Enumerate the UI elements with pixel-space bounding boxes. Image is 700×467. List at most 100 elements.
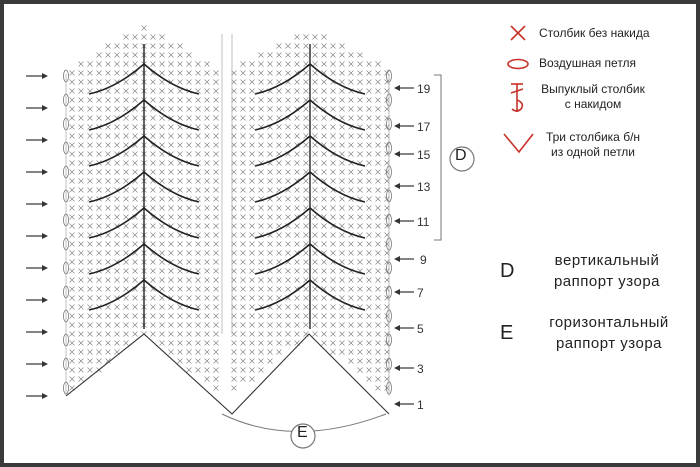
stitch-cross [78, 259, 84, 265]
stitch-cross [105, 286, 111, 292]
stitch-cross [177, 88, 183, 94]
stitch-cross [285, 313, 291, 319]
stitch-cross [132, 151, 138, 157]
stitch-cross [195, 349, 201, 355]
raised-stitch-line [143, 279, 200, 311]
stitch-cross [204, 97, 210, 103]
stitch-cross [159, 331, 165, 337]
row-number-arrow-head [394, 325, 400, 331]
stitch-cross [132, 250, 138, 256]
row-number: 1 [417, 398, 424, 412]
stitch-cross [78, 106, 84, 112]
stitch-cross [258, 133, 264, 139]
row-number: 15 [417, 148, 431, 162]
stitch-cross [330, 178, 336, 184]
stitch-cross [105, 304, 111, 310]
row-number-arrow-head [394, 151, 400, 157]
stitch-cross [330, 304, 336, 310]
stitch-cross [258, 142, 264, 148]
oval-icon [507, 58, 529, 70]
stitch-cross [294, 160, 300, 166]
stitch-cross [87, 106, 93, 112]
stitch-cross [78, 241, 84, 247]
stitch-cross [114, 106, 120, 112]
row-number-arrow-head [394, 365, 400, 371]
stitch-cross [330, 142, 336, 148]
stitch-cross [177, 169, 183, 175]
stitch-cross [195, 151, 201, 157]
stitch-cross [159, 97, 165, 103]
stitch-cross [213, 304, 219, 310]
stitch-cross [213, 349, 219, 355]
stitch-cross [78, 250, 84, 256]
stitch-cross [204, 79, 210, 85]
stitch-cross [123, 43, 129, 49]
stitch-cross [123, 250, 129, 256]
stitch-cross [321, 115, 327, 121]
stitch-cross [186, 367, 192, 373]
stitch-cross [105, 169, 111, 175]
stitch-cross [168, 160, 174, 166]
stitch-cross [240, 187, 246, 193]
stitch-cross [105, 358, 111, 364]
stitch-cross [177, 61, 183, 67]
stitch-cross [159, 205, 165, 211]
stitch-cross [366, 196, 372, 202]
stitch-cross [366, 79, 372, 85]
stitch-cross [159, 124, 165, 130]
stitch-cross [195, 70, 201, 76]
stitch-cross [339, 142, 345, 148]
stitch-cross [240, 205, 246, 211]
stitch-cross [168, 178, 174, 184]
stitch-cross [159, 160, 165, 166]
stitch-cross [285, 169, 291, 175]
stitch-cross [150, 142, 156, 148]
stitch-cross [159, 340, 165, 346]
stitch-cross [78, 160, 84, 166]
stitch-cross [87, 259, 93, 265]
raised-stitch-line [254, 243, 311, 275]
stitch-cross [321, 232, 327, 238]
stitch-cross [366, 241, 372, 247]
stitch-cross [186, 250, 192, 256]
stitch-cross [285, 304, 291, 310]
stitch-cross [132, 223, 138, 229]
stitch-cross [303, 52, 309, 58]
stitch-cross [240, 70, 246, 76]
stitch-cross [339, 52, 345, 58]
stitch-cross [204, 160, 210, 166]
stitch-cross [375, 250, 381, 256]
stitch-cross [339, 151, 345, 157]
stitch-cross [150, 286, 156, 292]
stitch-cross [258, 367, 264, 373]
stitch-cross [87, 205, 93, 211]
stitch-cross [312, 34, 318, 40]
e-marker: E [297, 424, 308, 441]
stitch-cross [168, 142, 174, 148]
stitch-cross [258, 241, 264, 247]
stitch-cross [69, 268, 75, 274]
stitch-cross [276, 124, 282, 130]
stitch-cross [249, 322, 255, 328]
raised-stitch-line [143, 135, 200, 167]
legend-label-three-line1: Три столбика б/н [545, 130, 641, 144]
stitch-cross [177, 250, 183, 256]
stitch-cross [231, 304, 237, 310]
stitch-cross [249, 115, 255, 121]
stitch-cross [96, 133, 102, 139]
stitch-cross [105, 151, 111, 157]
stitch-cross [168, 268, 174, 274]
stitch-cross [249, 61, 255, 67]
row-number: 19 [417, 82, 431, 96]
stitch-cross [258, 52, 264, 58]
stitch-cross [69, 250, 75, 256]
stitch-cross [249, 286, 255, 292]
stitch-cross [249, 376, 255, 382]
stitch-cross [276, 241, 282, 247]
stitch-cross [78, 196, 84, 202]
stitch-cross [186, 277, 192, 283]
stitch-cross [366, 142, 372, 148]
stitch-cross [312, 187, 318, 193]
stitch-cross [294, 124, 300, 130]
stitch-cross [123, 196, 129, 202]
